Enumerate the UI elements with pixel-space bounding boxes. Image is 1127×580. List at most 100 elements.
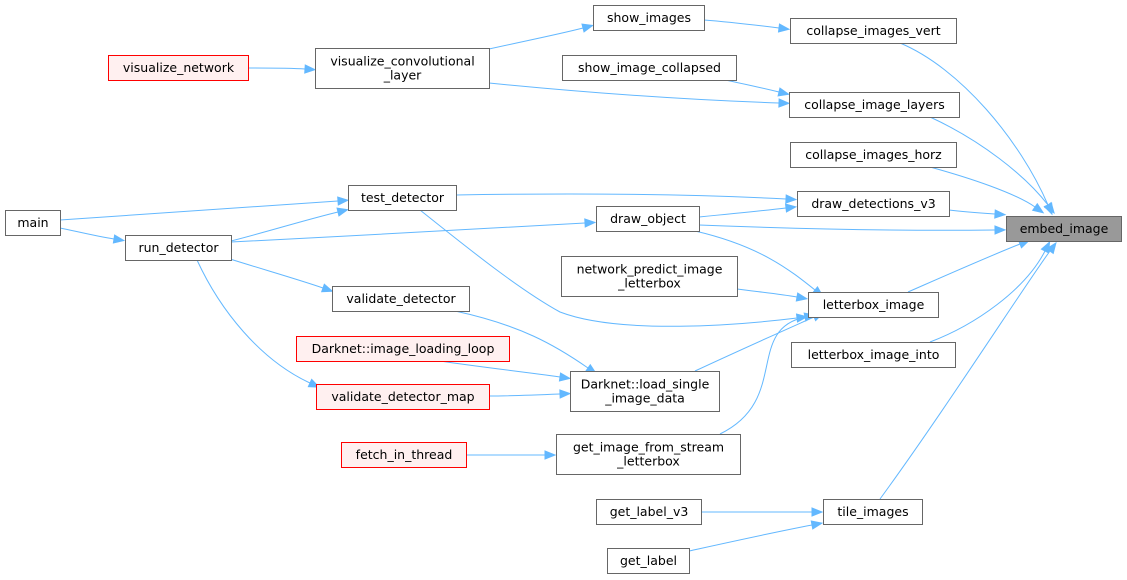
edge-test_detector-to-draw_detections_v3: [455, 193, 798, 204]
edge-line: [694, 230, 816, 291]
node-validate-detector[interactable]: validate_detector: [332, 286, 470, 312]
arrowhead-icon: [559, 389, 572, 399]
node-box: [607, 548, 690, 574]
arrowhead-icon: [811, 507, 824, 517]
node-box: [808, 292, 939, 318]
node-box: [108, 55, 249, 81]
node-label: get_label_v3: [610, 504, 689, 519]
node-box: [332, 286, 470, 312]
edge-visualize_network-to-visualize_convolutional_layer: [247, 64, 317, 74]
node-draw-detections-v3[interactable]: draw_detections_v3: [797, 191, 950, 217]
edge-line: [688, 524, 813, 552]
edge-collapse_image_layers-to-embed_image: [929, 116, 1055, 215]
node-main[interactable]: main: [5, 210, 61, 236]
edge-line: [929, 250, 1046, 343]
edge-visualize_convolutional_layer-to-collapse_image_layers: [488, 82, 791, 108]
node-collapse-image-layers[interactable]: collapse_image_layers: [789, 92, 960, 118]
node-embed-image[interactable]: embed_image: [1006, 216, 1122, 242]
edge-line: [929, 166, 1036, 208]
edge-collapse_images_vert-to-embed_image: [899, 42, 1053, 216]
edge-draw_object-to-embed_image: [698, 224, 1007, 235]
arrowhead-icon: [1045, 241, 1057, 255]
node-visualize-network[interactable]: visualize_network: [108, 55, 249, 81]
node-test-detector[interactable]: test_detector: [348, 185, 457, 211]
node-label: visualize_network: [123, 60, 235, 75]
edge-line: [694, 316, 815, 372]
edge-run_detector-to-validate_detector_map: [196, 259, 321, 388]
arrowhead-icon: [558, 372, 572, 382]
edge-line: [488, 27, 584, 50]
node-get-label-v3[interactable]: get_label_v3: [596, 499, 702, 525]
node-label: collapse_images_vert: [806, 23, 940, 38]
edge-line: [929, 116, 1049, 206]
node-label: letterbox_image: [823, 297, 925, 312]
edge-line: [698, 207, 787, 218]
node-box: [596, 499, 702, 525]
node-box: [316, 384, 490, 410]
node-label: Darknet::load_single: [581, 377, 710, 392]
edge-run_detector-to-validate_detector: [229, 258, 334, 293]
node-label: _image_data: [604, 391, 685, 406]
node-label: main: [17, 215, 48, 230]
node-box: [315, 48, 490, 89]
node-tile-images[interactable]: tile_images: [823, 499, 923, 525]
edge-line: [59, 227, 115, 240]
node-box: [125, 235, 232, 261]
node-visualize-convolutional-layer[interactable]: visualize_convolutional_layer: [315, 48, 490, 89]
node-label: draw_detections_v3: [811, 196, 935, 211]
node-label: test_detector: [361, 190, 445, 205]
edge-visualize_convolutional_layer-to-show_images: [488, 23, 594, 50]
arrowhead-icon: [784, 203, 798, 213]
node-label: fetch_in_thread: [356, 447, 453, 462]
arrowhead-icon: [994, 225, 1007, 235]
node-label: _letterbox: [616, 454, 680, 469]
node-image-loading-loop[interactable]: Darknet::image_loading_loop: [296, 336, 510, 362]
node-draw-object[interactable]: draw_object: [596, 206, 700, 232]
node-label: get_image_from_stream: [573, 440, 724, 455]
node-box: [797, 191, 950, 217]
arrowhead-icon: [777, 23, 791, 33]
node-letterbox-image[interactable]: letterbox_image: [808, 292, 939, 318]
arrowhead-icon: [1043, 201, 1055, 215]
edge-line: [724, 79, 780, 93]
node-run-detector[interactable]: run_detector: [125, 235, 232, 261]
node-show-image-collapsed[interactable]: show_image_collapsed: [562, 55, 737, 81]
edge-line: [454, 310, 589, 369]
arrowhead-icon: [1031, 202, 1045, 214]
edge-tile_images-to-embed_image: [879, 241, 1057, 500]
arrowhead-icon: [994, 209, 1007, 219]
node-box: [791, 342, 956, 368]
node-box: [341, 442, 467, 468]
node-get-label[interactable]: get_label: [607, 548, 690, 574]
node-label: get_label: [620, 553, 677, 568]
node-fetch-in-thread[interactable]: fetch_in_thread: [341, 442, 467, 468]
node-load-single-image-data[interactable]: Darknet::load_single_image_data: [570, 371, 720, 412]
edge-image_loading_loop-to-load_single_image_data: [439, 360, 572, 382]
node-network-predict-image-letterbox[interactable]: network_predict_image_letterbox: [561, 256, 738, 297]
node-validate-detector-map[interactable]: validate_detector_map: [316, 384, 490, 410]
node-label: _letterbox: [617, 276, 681, 291]
edge-main-to-test_detector: [59, 196, 350, 221]
arrowhead-icon: [337, 196, 350, 206]
node-label: validate_detector: [346, 291, 456, 306]
node-show-images[interactable]: show_images: [593, 5, 705, 31]
arrowhead-icon: [112, 234, 126, 244]
node-label: embed_image: [1020, 221, 1109, 236]
edge-letterbox_image_into-to-embed_image: [929, 240, 1051, 343]
node-layer: embed_image collapse_images_vert collapse_…: [5, 5, 1122, 574]
edge-main-to-run_detector: [59, 227, 126, 244]
arrowhead-icon: [320, 283, 334, 293]
node-label: visualize_convolutional: [330, 54, 474, 69]
edge-line: [703, 19, 780, 29]
node-collapse-images-vert[interactable]: collapse_images_vert: [790, 18, 957, 44]
node-letterbox-image-into[interactable]: letterbox_image_into: [791, 342, 956, 368]
edge-line: [196, 259, 311, 384]
edge-line: [419, 209, 798, 327]
node-collapse-images-horz[interactable]: collapse_images_horz: [790, 142, 957, 168]
edge-letterbox_image-to-embed_image: [907, 239, 1031, 293]
arrowhead-icon: [795, 292, 809, 302]
node-get-image-from-stream-letterbox[interactable]: get_image_from_stream_letterbox: [556, 434, 741, 475]
node-box: [790, 142, 957, 168]
node-label: show_images: [607, 10, 691, 25]
